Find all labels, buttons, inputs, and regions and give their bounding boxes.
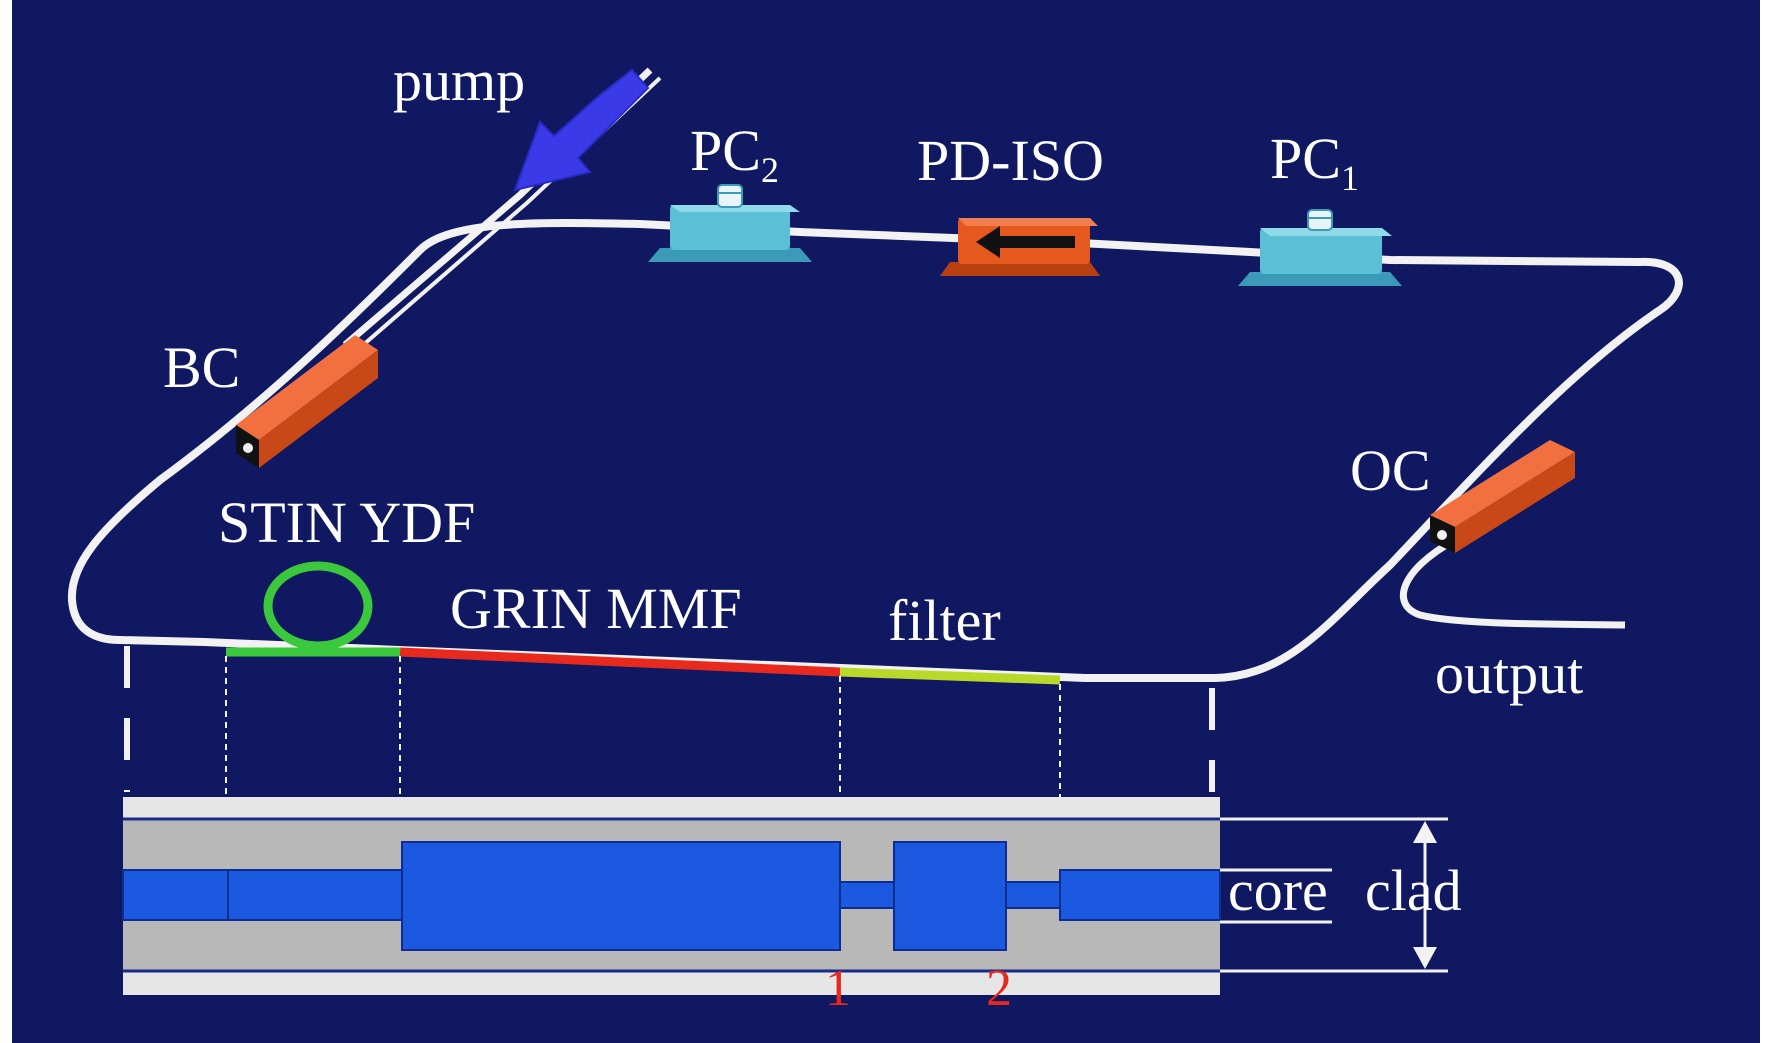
mmf-core — [401, 841, 841, 951]
bc-coupler — [236, 335, 378, 468]
fiber-ring — [67, 219, 1683, 682]
label-pc1: PC1 — [1270, 126, 1359, 198]
label-bc: BC — [163, 335, 240, 400]
filter-neck-1 — [839, 881, 895, 909]
ydf-coil — [263, 561, 373, 651]
filter-neck-2 — [1005, 881, 1061, 909]
marker-1: 1 — [825, 960, 851, 1017]
fiber-profile — [122, 797, 1221, 995]
label-grin-mmf: GRIN MMF — [450, 576, 742, 641]
mmf-segment — [399, 647, 841, 677]
profile-coating-top — [123, 797, 1220, 819]
clad-arrow-up-icon — [1413, 821, 1437, 843]
label-output: output — [1435, 641, 1583, 706]
smf-core-left — [122, 869, 229, 921]
filter-core — [893, 841, 1007, 951]
pump-arrow — [513, 68, 650, 192]
label-pump: pump — [393, 48, 525, 113]
label-pc2: PC2 — [690, 118, 779, 190]
smf-core-right — [1059, 869, 1221, 921]
output-fiber — [1400, 536, 1626, 629]
oc-coupler — [1430, 440, 1575, 553]
isolator-arrow-icon — [976, 226, 1075, 258]
pd-iso-isolator — [940, 218, 1100, 276]
marker-2: 2 — [986, 960, 1012, 1017]
profile-coating-bottom — [123, 971, 1220, 995]
pc2-polarization-controller — [648, 184, 812, 262]
label-stin-ydf: STIN YDF — [218, 490, 475, 555]
label-pd-iso: PD-ISO — [917, 128, 1104, 193]
label-oc: OC — [1350, 438, 1431, 503]
label-core: core — [1228, 858, 1328, 923]
label-clad: clad — [1365, 858, 1462, 923]
ydf-core — [227, 869, 403, 921]
filter-segment — [839, 667, 1061, 685]
pc1-polarization-controller — [1238, 209, 1402, 286]
clad-arrow-down-icon — [1413, 947, 1437, 969]
label-filter: filter — [888, 588, 1001, 653]
